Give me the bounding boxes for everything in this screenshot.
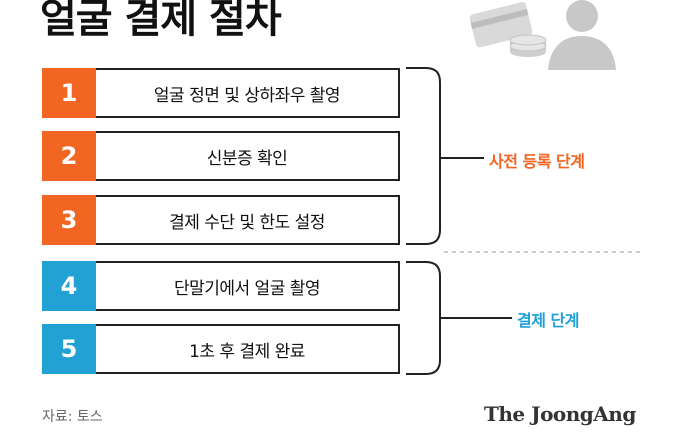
step-number: 4 bbox=[42, 261, 96, 311]
step-4: 4 단말기에서 얼굴 촬영 bbox=[42, 261, 400, 311]
step-number: 5 bbox=[42, 324, 96, 374]
step-label: 신분증 확인 bbox=[206, 148, 288, 169]
step-number: 1 bbox=[42, 68, 96, 118]
step-1: 1 얼굴 정면 및 상하좌우 촬영 bbox=[42, 68, 400, 118]
registration-stage-label: 사전 등록 단계 bbox=[489, 152, 585, 171]
payment-stage-label: 결제 단계 bbox=[517, 311, 579, 330]
person-silhouette-icon bbox=[548, 0, 616, 70]
step-number: 3 bbox=[42, 195, 96, 245]
registration-bracket bbox=[406, 67, 441, 245]
step-number: 2 bbox=[42, 131, 96, 181]
step-2: 2 신분증 확인 bbox=[42, 131, 400, 181]
page-title: 얼굴 결제 절차 bbox=[40, 0, 282, 42]
stage-brackets bbox=[406, 67, 640, 375]
step-5: 5 1초 후 결제 완료 bbox=[42, 324, 400, 374]
step-label: 단말기에서 얼굴 촬영 bbox=[173, 278, 321, 299]
payment-bracket bbox=[406, 261, 441, 375]
coin-stack-icon bbox=[509, 34, 547, 57]
payment-illustration bbox=[470, 0, 616, 70]
brand-logo: The JoongAng bbox=[484, 402, 636, 426]
source-note: 자료: 토스 bbox=[42, 409, 103, 425]
step-label: 얼굴 정면 및 상하좌우 촬영 bbox=[153, 85, 341, 106]
step-3: 3 결제 수단 및 한도 설정 bbox=[42, 195, 400, 245]
step-label: 결제 수단 및 한도 설정 bbox=[169, 212, 325, 233]
step-label: 1초 후 결제 완료 bbox=[189, 341, 305, 362]
